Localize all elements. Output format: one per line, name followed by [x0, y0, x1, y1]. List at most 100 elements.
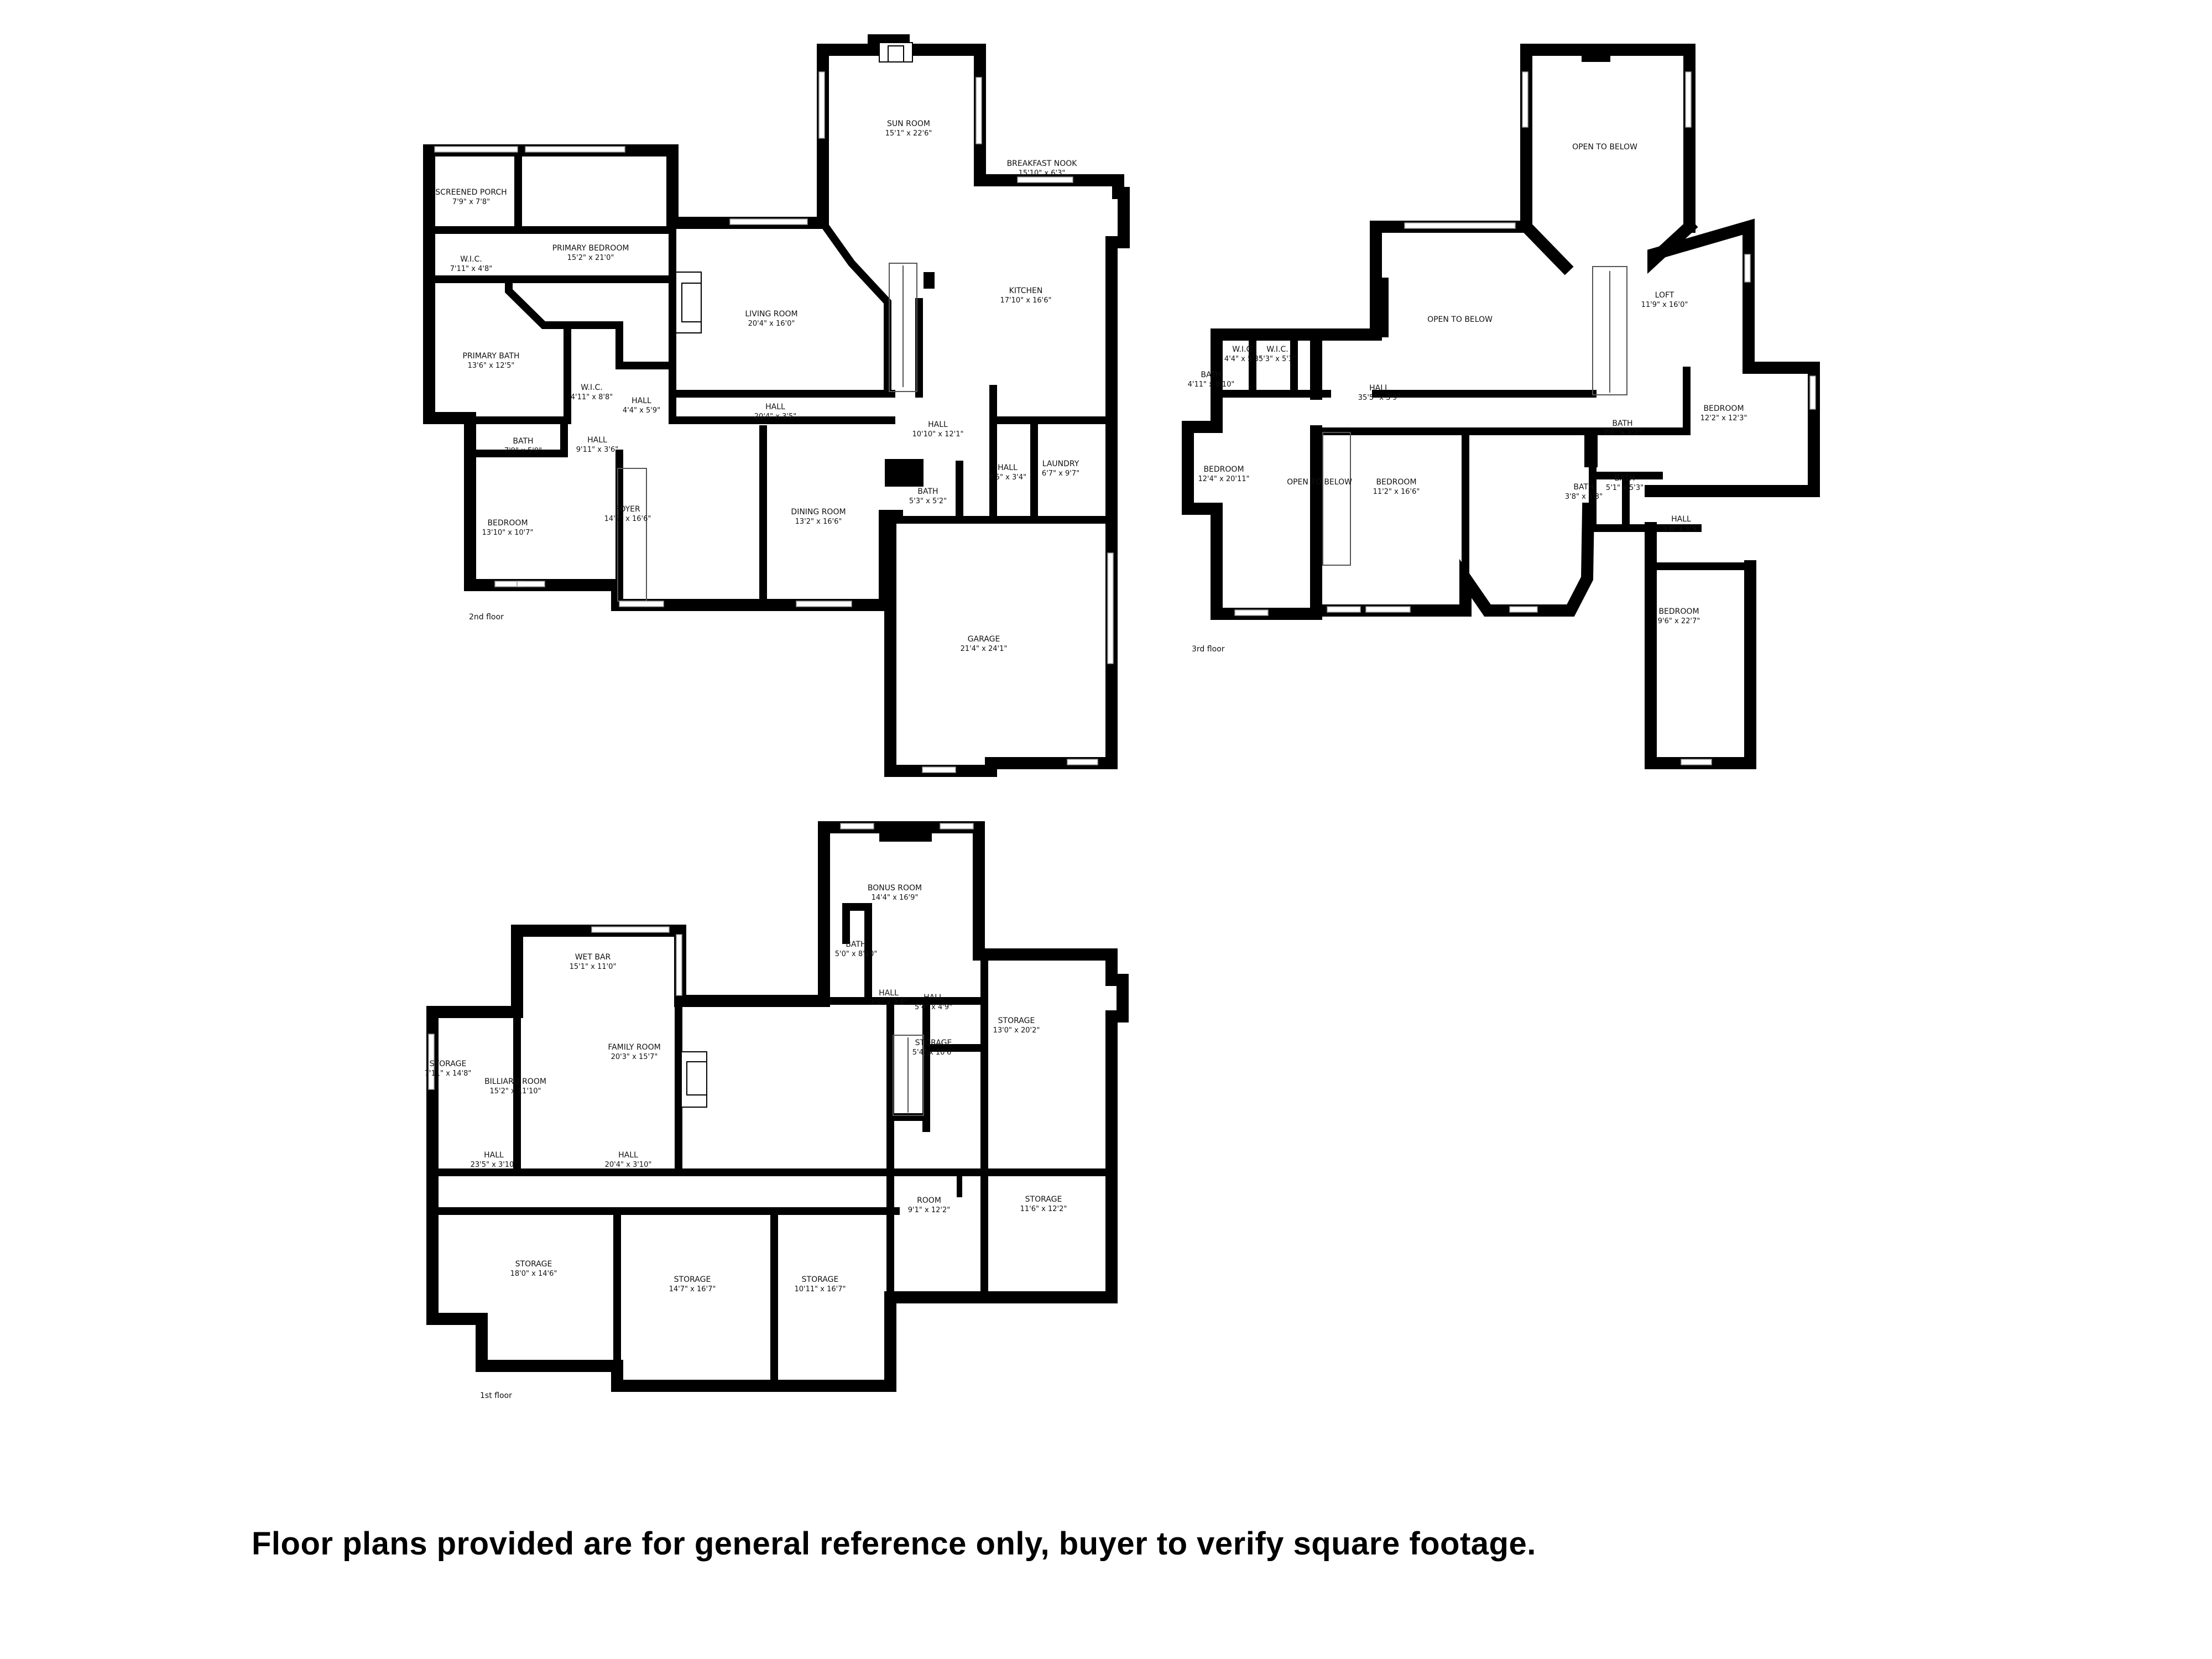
- staircase-icon: [1322, 266, 1627, 566]
- disclaimer-text: Floor plans provided are for general ref…: [252, 1526, 1536, 1562]
- room-label: OPEN TO BELOW: [1427, 315, 1493, 324]
- room-name: BEDROOM: [1203, 465, 1244, 474]
- room-dimensions: 3'8" x 6'9": [1662, 525, 1700, 533]
- room-dimensions: 9'1" x 12'2": [908, 1206, 950, 1214]
- room-label: OPEN TO BELOW: [1572, 143, 1637, 152]
- room-dimensions: 13'6" x 12'5": [468, 362, 515, 370]
- room-label: W.I.C.7'11" x 4'8": [450, 255, 492, 273]
- room-dimensions: 9'11" x 3'6": [576, 446, 618, 454]
- room-name: LOFT: [1655, 291, 1674, 300]
- floor-label-1st: 1st floor: [480, 1391, 512, 1400]
- room-dimensions: 20'3" x 15'7": [611, 1053, 658, 1061]
- room-name: HALL: [1671, 515, 1691, 524]
- room-name: DINING ROOM: [791, 508, 846, 517]
- fireplace-icon: [675, 272, 702, 333]
- room-name: OPEN TO BELOW: [1287, 478, 1352, 487]
- room-name: BONUS ROOM: [868, 884, 922, 893]
- room-dimensions: 15'1" x 11'0": [570, 963, 617, 971]
- room-dimensions: 10'11" x 16'7": [795, 1285, 846, 1293]
- room-name: BATH: [1612, 419, 1632, 428]
- room-name: GARAGE: [968, 635, 1000, 644]
- room-dimensions: 12'4" x 20'11": [1198, 475, 1250, 483]
- room-name: W.I.C.: [1232, 345, 1254, 354]
- room-name: HALL: [765, 403, 785, 411]
- room-dimensions: 20'4" x 16'0": [748, 320, 795, 328]
- floor-label-2nd: 2nd floor: [469, 613, 504, 622]
- room-dimensions: 14'2" x 16'6": [604, 515, 651, 523]
- room-dimensions: 5'4" x 4'9": [915, 1003, 952, 1011]
- room-name: BATH: [1573, 483, 1594, 492]
- room-name: BATH: [513, 437, 533, 446]
- room-dimensions: 5'4" x 10'6": [912, 1048, 954, 1057]
- room-dimensions: 3'5" x 3'4": [989, 473, 1026, 482]
- staircase-icon: [617, 263, 917, 602]
- room-name: STORAGE: [1025, 1195, 1062, 1204]
- room-dimensions: 3'5" x 3'8": [870, 999, 907, 1007]
- room-name: HALL: [998, 463, 1018, 472]
- room-name: BATH: [846, 940, 866, 949]
- room-dimensions: 18'0" x 14'6": [510, 1270, 557, 1278]
- room-name: STORAGE: [802, 1275, 839, 1284]
- room-dimensions: 7'9" x 5'0": [504, 447, 542, 455]
- room-dimensions: 7'11" x 14'8": [425, 1070, 472, 1078]
- room-name: PRIMARY BEDROOM: [552, 244, 629, 253]
- room-name: HALL: [618, 1151, 638, 1160]
- room-dimensions: 4'11" x 8'10": [1188, 380, 1235, 389]
- room-dimensions: 15'10" x 6'3": [1019, 169, 1066, 178]
- room-name: HALL: [928, 420, 948, 429]
- room-name: KITCHEN: [1009, 286, 1043, 295]
- third-floor-plan: 3rd floor: [1182, 44, 1820, 769]
- room-label: W.I.C.4'11" x 8'8": [571, 383, 613, 401]
- room-name: HALL: [632, 397, 651, 405]
- room-name: WET BAR: [575, 953, 611, 962]
- room-name: BEDROOM: [1376, 478, 1416, 487]
- floor-label-3rd: 3rd floor: [1192, 645, 1225, 654]
- room-dimensions: 13'2" x 16'6": [795, 518, 842, 526]
- room-dimensions: 4'11" x 8'8": [571, 393, 613, 401]
- room-name: BREAKFAST NOOK: [1007, 159, 1078, 168]
- room-name: ROOM: [917, 1196, 941, 1205]
- room-name: HALL: [879, 989, 899, 998]
- room-dimensions: 4'4" x 5'3": [1224, 355, 1262, 363]
- room-dimensions: 15'1" x 22'6": [885, 129, 932, 138]
- room-name: BATH: [1201, 371, 1221, 379]
- room-dimensions: 15'2" x 21'0": [567, 254, 614, 262]
- room-dimensions: 4'4" x 5'9": [623, 406, 660, 415]
- room-name: HALL: [587, 436, 607, 445]
- room-name: FOYER: [615, 505, 640, 514]
- room-name: STORAGE: [915, 1039, 952, 1047]
- room-dimensions: 10'10" x 12'1": [912, 430, 964, 439]
- room-name: BILLIARD ROOM: [484, 1077, 546, 1086]
- room-name: STORAGE: [430, 1060, 467, 1068]
- room-dimensions: 7'11" x 4'8": [450, 265, 492, 273]
- first-floor-plan: 1st floor: [426, 821, 1129, 1400]
- room-name: BATH: [1614, 474, 1635, 483]
- room-name: LAUNDRY: [1042, 460, 1079, 468]
